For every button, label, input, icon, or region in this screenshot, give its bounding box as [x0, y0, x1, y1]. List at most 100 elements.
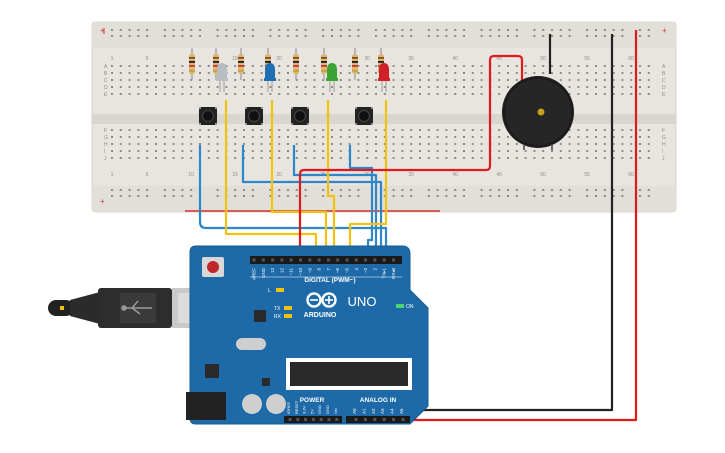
- led-red[interactable]: [378, 63, 390, 92]
- digital-pin[interactable]: [308, 258, 312, 262]
- breadboard-hole: [621, 136, 624, 138]
- resistor[interactable]: [321, 48, 327, 80]
- resistor[interactable]: [189, 48, 195, 80]
- breadboard-hole: [471, 129, 474, 131]
- push-button[interactable]: [355, 107, 373, 125]
- power-pin-label: RESET: [294, 400, 299, 414]
- breadboard-hole: [207, 65, 210, 67]
- analog-pin[interactable]: [354, 418, 358, 421]
- power-pin[interactable]: [304, 418, 308, 421]
- push-button[interactable]: [291, 107, 309, 125]
- digital-pin[interactable]: [317, 258, 321, 262]
- analog-pin[interactable]: [363, 418, 367, 421]
- breadboard-hole: [295, 157, 298, 159]
- breadboard-hole: [480, 72, 483, 74]
- rail-hole: [137, 35, 140, 37]
- digital-pin[interactable]: [392, 258, 395, 262]
- breadboard-hole: [586, 79, 589, 81]
- breadboard-hole: [111, 150, 113, 152]
- led-blue[interactable]: [264, 63, 276, 92]
- digital-pin[interactable]: [261, 258, 265, 262]
- rail-hole: [515, 29, 518, 31]
- breadboard-hole: [207, 157, 210, 159]
- breadboard-hole: [436, 136, 439, 138]
- resistor[interactable]: [293, 48, 299, 80]
- resistor[interactable]: [238, 48, 244, 80]
- breadboard-hole: [383, 93, 386, 95]
- breadboard-hole: [445, 93, 448, 95]
- digital-pin-label: TX▸1: [382, 268, 387, 279]
- resistor[interactable]: [352, 48, 358, 80]
- rail-hole: [339, 35, 342, 37]
- breadboard-hole: [155, 157, 157, 159]
- rail-hole: [348, 195, 351, 197]
- breadboard-hole: [595, 129, 597, 131]
- breadboard-hole: [304, 65, 307, 67]
- analog-pin[interactable]: [382, 418, 386, 421]
- breadboard-hole: [639, 150, 641, 152]
- push-button[interactable]: [245, 107, 263, 125]
- rail-hole: [128, 189, 131, 191]
- breadboard-hole: [190, 143, 193, 145]
- digital-pin[interactable]: [326, 258, 330, 262]
- breadboard-hole: [172, 65, 175, 67]
- rail-hole: [480, 189, 483, 191]
- breadboard-hole: [348, 65, 351, 67]
- breadboard-hole: [419, 136, 421, 138]
- breadboard-hole: [331, 86, 333, 88]
- digital-pin[interactable]: [252, 258, 256, 262]
- reset-button[interactable]: [202, 257, 224, 277]
- digital-pin[interactable]: [382, 258, 386, 262]
- power-pin[interactable]: [335, 418, 339, 421]
- power-pin[interactable]: [296, 418, 300, 421]
- breadboard-hole: [498, 143, 501, 145]
- breadboard-hole: [313, 129, 316, 131]
- digital-pin[interactable]: [345, 258, 349, 262]
- breadboard-hole: [313, 93, 316, 95]
- digital-pin[interactable]: [336, 258, 340, 262]
- rail-hole: [137, 29, 140, 31]
- digital-pin[interactable]: [289, 258, 293, 262]
- breadboard-hole: [146, 79, 149, 81]
- breadboard-hole: [313, 79, 316, 81]
- breadboard-hole: [375, 150, 377, 152]
- rail-hole: [586, 29, 589, 31]
- power-pin[interactable]: [327, 418, 331, 421]
- rail-hole: [559, 35, 562, 37]
- piezo-buzzer[interactable]: [502, 76, 574, 150]
- breadboard-hole: [278, 150, 281, 152]
- breadboard-hole: [454, 129, 457, 131]
- digital-pin[interactable]: [373, 258, 377, 262]
- rail-hole: [480, 195, 483, 197]
- breadboard-hole: [568, 86, 571, 88]
- power-pin[interactable]: [319, 418, 323, 421]
- rail-hole: [251, 189, 254, 191]
- digital-pin[interactable]: [271, 258, 275, 262]
- analog-pin[interactable]: [373, 418, 377, 421]
- breadboard-hole: [436, 86, 439, 88]
- power-pin[interactable]: [288, 418, 292, 421]
- analog-pin[interactable]: [401, 418, 405, 421]
- rail-plus-label-top: +: [100, 26, 105, 35]
- push-button[interactable]: [199, 107, 217, 125]
- breadboard-hole: [463, 129, 465, 131]
- breadboard-hole: [419, 129, 421, 131]
- digital-pin[interactable]: [364, 258, 368, 262]
- digital-pin[interactable]: [280, 258, 284, 262]
- breadboard-hole: [357, 129, 360, 131]
- power-pin[interactable]: [311, 418, 315, 421]
- breadboard-hole: [595, 143, 597, 145]
- rail-hole: [163, 35, 166, 37]
- digital-pin[interactable]: [299, 258, 302, 262]
- digital-pin[interactable]: [354, 258, 358, 262]
- led-green[interactable]: [326, 63, 338, 92]
- breadboard-hole: [339, 136, 342, 138]
- breadboard-hole: [119, 79, 122, 81]
- breadboard-hole: [551, 150, 553, 152]
- column-number: 45: [496, 56, 502, 62]
- breadboard-hole: [146, 136, 149, 138]
- breadboard-hole: [603, 129, 606, 131]
- led-white[interactable]: [216, 63, 228, 92]
- analog-pin[interactable]: [392, 418, 396, 421]
